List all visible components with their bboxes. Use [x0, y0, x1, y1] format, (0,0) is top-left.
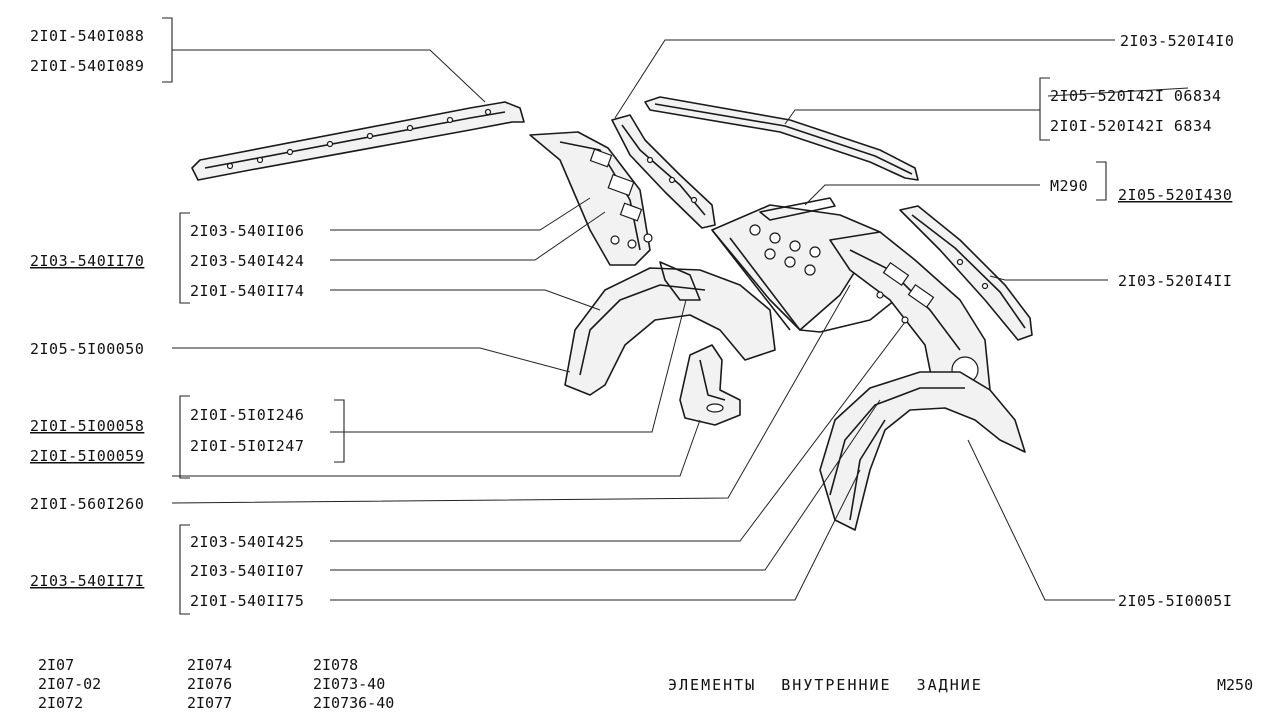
leader-lines — [171, 39, 1115, 601]
page-title: ЭЛЕМЕНТЫ ВНУТРЕННИЕ ЗАДНИЕ — [668, 676, 983, 694]
label-2103-5201411: 2I03-520I4II — [1118, 272, 1232, 290]
roof-rail-right-part — [644, 96, 919, 181]
right-pillar-strip-part — [899, 205, 1033, 341]
model-item: 2I07 — [38, 656, 75, 674]
model-item: 2I078 — [313, 656, 359, 674]
label-2103-5201410: 2I03-520I4I0 — [1120, 32, 1234, 50]
label-2105-5201421-06834: 2I05-520I42I 06834 — [1050, 87, 1222, 105]
label-2101-5401174: 2I0I-540II74 — [190, 282, 304, 300]
page-code: M250 — [1217, 676, 1254, 694]
label-2105-5100050: 2I05-5I00050 — [30, 340, 144, 358]
model-list-col2: 2I074 2I076 2I077 — [187, 656, 232, 713]
roof-rail-left-part — [191, 101, 525, 181]
left-wheel-arch-part — [564, 261, 776, 396]
label-m290: M290 — [1050, 177, 1088, 195]
label-2101-5101246: 2I0I-5I0I246 — [190, 406, 304, 424]
model-list-col3: 2I078 2I073-40 2I0736-40 — [313, 656, 394, 713]
label-2101-5100059: 2I0I-5I00059 — [30, 447, 144, 465]
label-2103-5401424: 2I03-540I424 — [190, 252, 304, 270]
label-2105-5201430: 2I05-520I430 — [1118, 186, 1232, 204]
label-2103-5401171: 2I03-540II7I — [30, 572, 144, 590]
label-2103-5401107: 2I03-540II07 — [190, 562, 304, 580]
model-item: 2I076 — [187, 675, 233, 693]
label-2101-5601260: 2I0I-560I260 — [30, 495, 144, 513]
model-item: 2I077 — [187, 694, 233, 712]
label-brackets — [162, 17, 1107, 615]
label-2101-5401088: 2I0I-540I088 — [30, 27, 144, 45]
model-item: 2I07-02 — [38, 675, 102, 693]
c-pillar-strip-part — [611, 114, 716, 229]
strikethrough-line — [1047, 87, 1189, 97]
label-2101-5100058: 2I0I-5I00058 — [30, 417, 144, 435]
right-wheel-arch-part — [819, 371, 1026, 531]
model-list-col1: 2I07 2I07-02 2I072 — [38, 656, 101, 713]
label-2101-5401089: 2I0I-540I089 — [30, 57, 144, 75]
label-2101-5201421-6834: 2I0I-520I42I 6834 — [1050, 117, 1212, 135]
model-item: 2I0736-40 — [313, 694, 395, 712]
label-2105-5100051: 2I05-5I0005I — [1118, 592, 1232, 610]
model-item: 2I073-40 — [313, 675, 386, 693]
model-item: 2I072 — [38, 694, 84, 712]
label-2103-5401170: 2I03-540II70 — [30, 252, 144, 270]
small-bracket-part — [679, 344, 741, 426]
label-2101-5401175: 2I0I-540II75 — [190, 592, 304, 610]
label-2103-5401106: 2I03-540II06 — [190, 222, 304, 240]
rear-shelf-frame-part — [711, 197, 896, 333]
label-2103-5401425: 2I03-540I425 — [190, 533, 304, 551]
model-item: 2I074 — [187, 656, 233, 674]
label-2101-5101247: 2I0I-5I0I247 — [190, 437, 304, 455]
